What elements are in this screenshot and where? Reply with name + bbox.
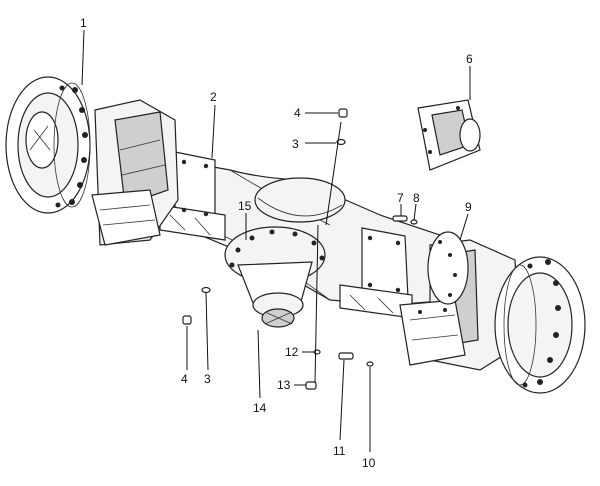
bolt-11 [338, 352, 354, 360]
callout-15: 15 [238, 199, 252, 213]
left-brake-bracket [91, 189, 161, 246]
callout-9: 9 [465, 200, 472, 214]
washer-8 [410, 219, 418, 225]
callout-12: 12 [285, 345, 299, 359]
callout-2: 2 [210, 90, 217, 104]
differential-carrier [224, 226, 326, 328]
washer-10 [366, 361, 374, 367]
spring-seat-left [159, 151, 226, 241]
washer-12 [313, 349, 321, 355]
right-brake-flange [427, 231, 469, 305]
washer-3-left [201, 286, 211, 294]
callout-labels: 1 2 4 3 6 7 8 9 15 4 3 14 12 13 11 10 [80, 16, 473, 470]
bolt-4-top [338, 108, 348, 118]
bolt-7 [392, 215, 408, 222]
spring-seat-right [339, 227, 413, 319]
callout-1: 1 [80, 16, 87, 30]
callout-3-left: 3 [204, 372, 211, 386]
callout-4-top: 4 [294, 106, 301, 120]
bolt-4-left [182, 315, 192, 325]
leader-lines [81, 29, 471, 452]
callout-3-top: 3 [292, 137, 299, 151]
right-brake-caliper [399, 299, 466, 366]
bolt-13 [305, 381, 317, 390]
callout-10: 10 [362, 456, 376, 470]
callout-13: 13 [277, 378, 291, 392]
brake-caliper-part-6 [417, 99, 481, 171]
callout-14: 14 [253, 401, 267, 415]
callout-4-left: 4 [181, 372, 188, 386]
callout-7: 7 [397, 191, 404, 205]
callout-6: 6 [466, 52, 473, 66]
callout-11: 11 [333, 444, 346, 458]
washer-3-top [336, 138, 346, 146]
callout-8: 8 [413, 191, 420, 205]
